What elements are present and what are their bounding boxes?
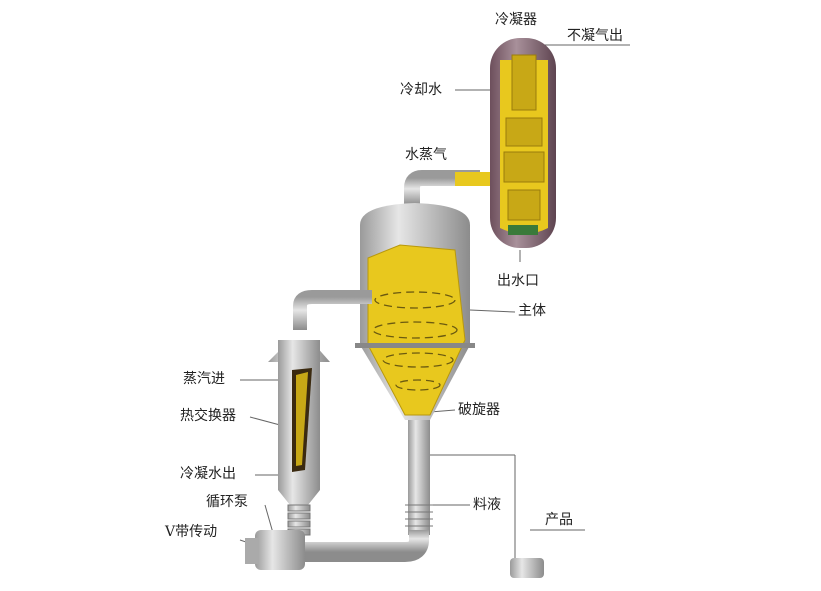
leader-lines — [239, 44, 630, 560]
label-circulation-pump: 循环泵 — [206, 494, 248, 510]
label-cooling-water: 冷却水 — [400, 82, 442, 98]
label-v-belt-drive: V带传动 — [165, 524, 218, 540]
circulation-pump — [255, 530, 305, 570]
label-steam-in: 蒸汽进 — [183, 371, 225, 387]
label-demister: 破旋器 — [458, 402, 500, 418]
label-water-vapor: 水蒸气 — [405, 147, 447, 163]
label-main-body: 主体 — [518, 303, 546, 319]
label-noncondensable-out: 不凝气出 — [567, 28, 623, 44]
label-water-outlet: 出水口 — [497, 273, 539, 289]
label-heat-exchanger: 热交换器 — [180, 408, 236, 424]
label-product: 产品 — [545, 512, 573, 528]
label-condenser: 冷凝器 — [495, 12, 537, 28]
label-condensate-out: 冷凝水出 — [180, 466, 236, 482]
product-pump — [510, 558, 544, 578]
label-feed-liquid: 料液 — [473, 497, 501, 513]
